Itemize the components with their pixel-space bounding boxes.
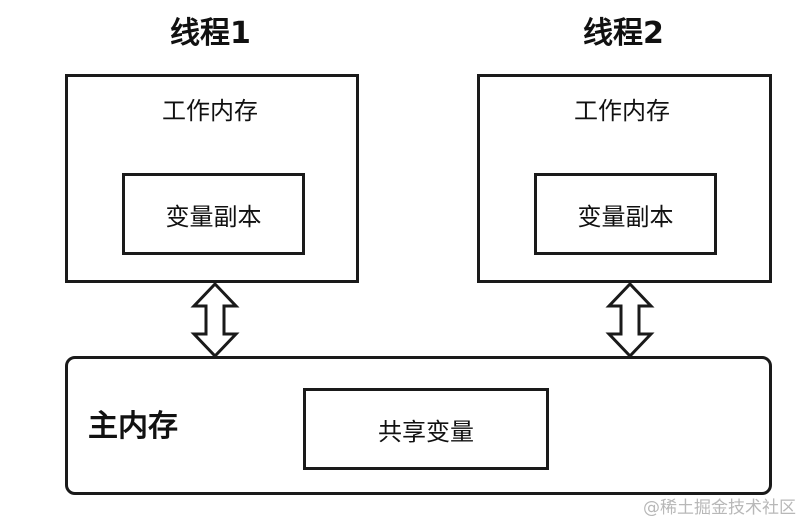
thread-1-title: 线程1 <box>170 16 251 51</box>
thread-2-variable-copy-box: 变量副本 <box>534 173 717 255</box>
thread-2-working-memory-box: 工作内存 变量副本 <box>477 74 772 283</box>
main-memory-box: 主内存 共享变量 <box>65 356 772 495</box>
shared-variable-label: 共享变量 <box>378 417 474 446</box>
thread-1-working-memory-box: 工作内存 变量副本 <box>65 74 359 283</box>
thread-1-working-memory-label: 工作内存 <box>162 97 258 125</box>
main-memory-label: 主内存 <box>88 409 178 444</box>
thread-2-working-memory-label: 工作内存 <box>574 97 670 125</box>
thread-1-sync-arrow <box>190 282 240 358</box>
shared-variable-box: 共享变量 <box>303 388 549 470</box>
thread-2-sync-arrow <box>605 282 655 358</box>
thread-1-variable-copy-box: 变量副本 <box>122 173 305 255</box>
watermark: @稀土掘金技术社区 <box>643 498 796 518</box>
thread-2-title: 线程2 <box>583 16 664 51</box>
thread-2-variable-copy-label: 变量副本 <box>577 202 674 231</box>
thread-1-variable-copy-label: 变量副本 <box>165 202 262 231</box>
